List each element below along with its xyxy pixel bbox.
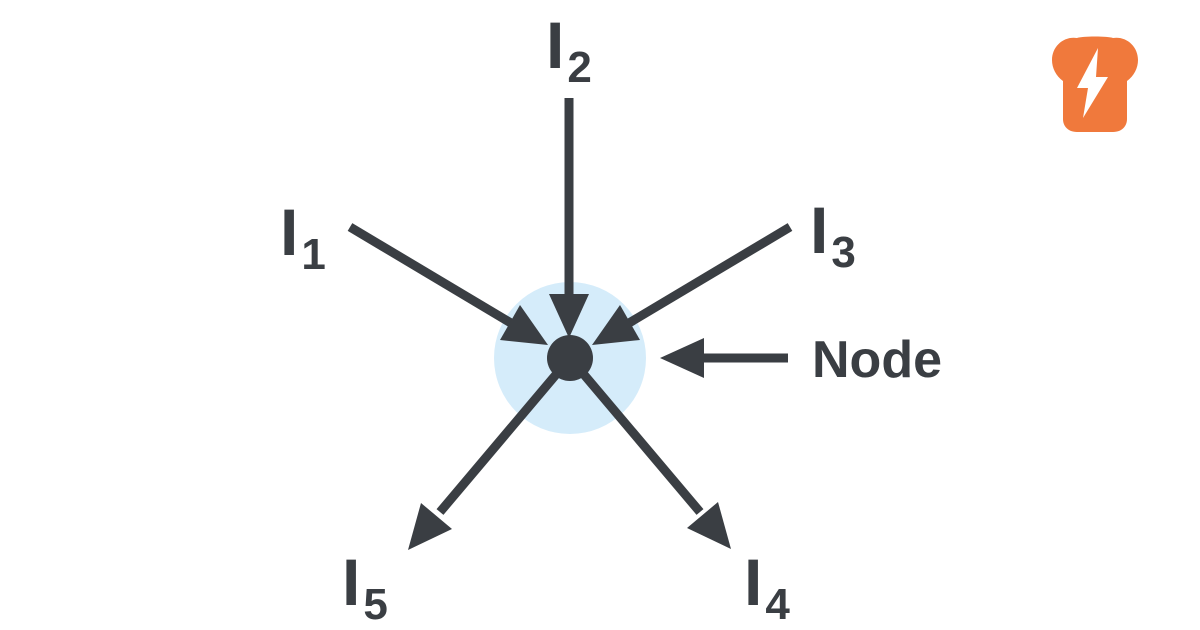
node-dot: [547, 335, 593, 381]
arrowhead-i3-icon: [592, 305, 640, 345]
current-wire-i4: [566, 355, 704, 515]
toast-lightning-logo: [1052, 36, 1138, 132]
current-symbol: I: [810, 193, 829, 267]
arrowhead-i1-icon: [500, 305, 548, 345]
current-symbol: I: [546, 8, 565, 82]
arrowhead-i4-icon: [687, 502, 731, 549]
label-current-i5: I5: [342, 549, 388, 627]
current-subscript: 5: [363, 580, 388, 629]
current-arrow-i2-in: [549, 98, 589, 338]
current-subscript: 4: [765, 580, 790, 629]
current-symbol: I: [280, 195, 299, 269]
current-wire-i5: [436, 355, 574, 515]
current-wire-i3: [621, 223, 793, 330]
current-subscript: 3: [831, 228, 856, 277]
current-wire-i1: [347, 223, 519, 330]
arrowhead-i2-icon: [549, 294, 589, 338]
arrowhead-i5-icon: [408, 503, 452, 550]
current-symbol: I: [342, 545, 361, 619]
label-current-i3: I3: [810, 197, 856, 275]
current-arrow-i5-out: [408, 355, 574, 550]
current-arrow-i1-in: [347, 223, 548, 345]
current-subscript: 1: [301, 230, 326, 279]
lightning-bolt-icon: [1077, 48, 1108, 118]
current-arrow-i4-out: [566, 355, 731, 549]
label-current-i1: I1: [280, 199, 326, 277]
current-arrow-i3-in: [592, 223, 793, 345]
label-node: Node: [812, 331, 942, 389]
node-pointer-arrow: [660, 338, 788, 378]
label-current-i2: I2: [546, 12, 592, 90]
node-pointer-arrowhead-icon: [660, 338, 704, 378]
current-symbol: I: [744, 545, 763, 619]
label-current-i4: I4: [744, 549, 790, 627]
current-subscript: 2: [567, 43, 592, 92]
